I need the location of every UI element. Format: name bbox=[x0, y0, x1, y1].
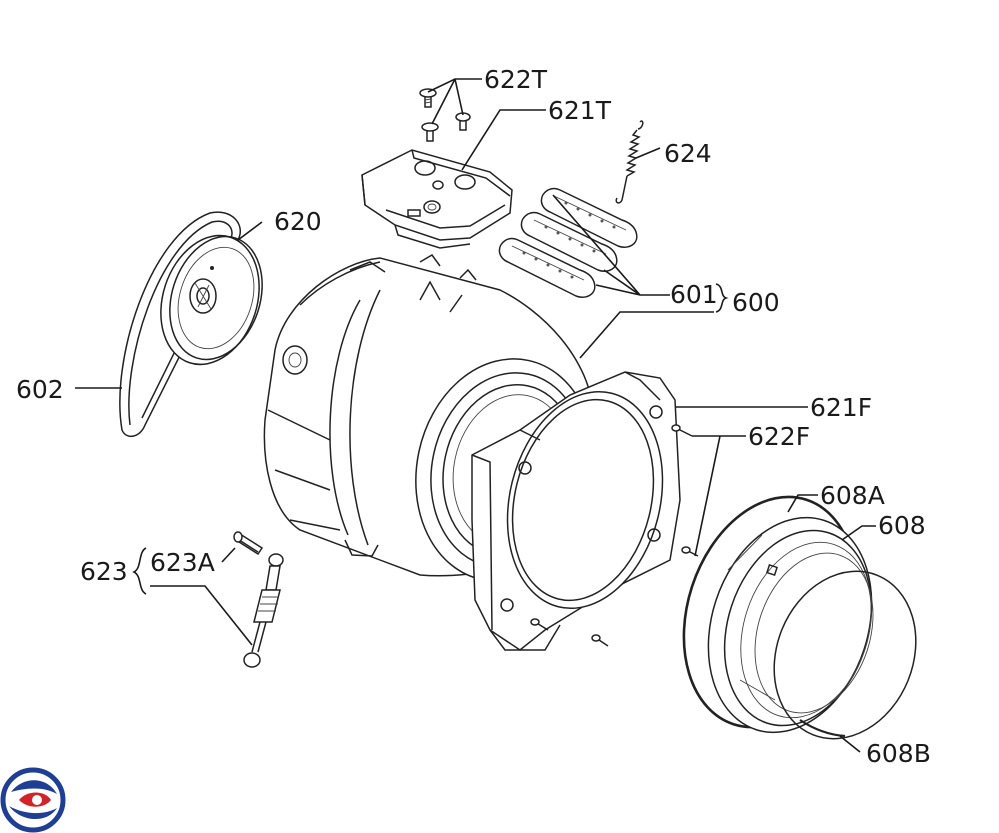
door-seal-part bbox=[707, 516, 874, 734]
label-622F: 622F bbox=[748, 422, 810, 451]
label-600: 600 bbox=[732, 288, 780, 317]
label-601: 601 bbox=[670, 280, 718, 309]
label-622T: 622T bbox=[484, 65, 548, 94]
inner-clamp-ring-part bbox=[773, 570, 917, 740]
label-602: 602 bbox=[16, 375, 64, 404]
front-screws-part bbox=[530, 424, 699, 647]
spring-part bbox=[615, 120, 644, 204]
label-608A: 608A bbox=[820, 481, 885, 510]
front-counterweight-part bbox=[471, 371, 681, 651]
top-counterweight-part bbox=[361, 149, 513, 249]
label-608: 608 bbox=[878, 511, 926, 540]
top-screws-part bbox=[419, 88, 471, 142]
label-624: 624 bbox=[664, 139, 712, 168]
bolt-part bbox=[233, 531, 264, 556]
callout-labels: 622T 621T 624 620 601 600 602 621F 622F … bbox=[16, 65, 931, 768]
pulley-part bbox=[160, 234, 263, 366]
label-621T: 621T bbox=[548, 96, 612, 125]
label-608B: 608B bbox=[866, 739, 931, 768]
leader-lines bbox=[75, 78, 876, 753]
drive-belt-part bbox=[119, 211, 241, 437]
label-623: 623 bbox=[80, 557, 128, 586]
label-620: 620 bbox=[274, 207, 322, 236]
label-621F: 621F bbox=[810, 393, 872, 422]
brand-logo bbox=[0, 767, 66, 833]
label-623A: 623A bbox=[150, 548, 215, 577]
shock-absorber-part bbox=[243, 553, 284, 668]
drum-paddles-part bbox=[498, 187, 638, 298]
